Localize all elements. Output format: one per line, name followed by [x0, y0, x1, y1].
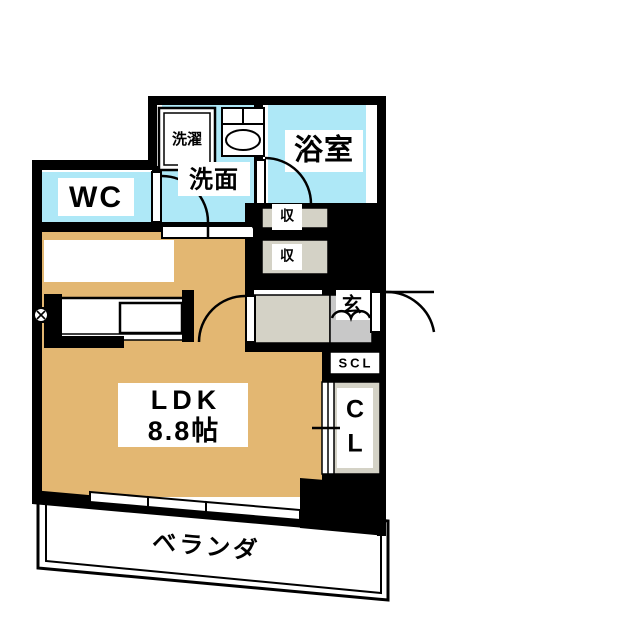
wall-wc-bottom — [32, 222, 162, 232]
ldk-label-line1: LDK — [151, 385, 222, 415]
storage-lower: 収 — [249, 205, 329, 277]
gas-outlet-x-2 — [36, 310, 46, 320]
closet-label-line2: L — [347, 430, 362, 458]
storage-lower-door-arc-a[interactable] — [249, 237, 256, 261]
storage-lower-door-arc-b[interactable] — [249, 253, 256, 277]
ldk-label-plate — [118, 383, 248, 447]
storage-lower-label: 収 — [280, 248, 295, 264]
wall-top-left-drop — [148, 96, 157, 166]
closet: C L — [312, 381, 381, 475]
wall-top — [148, 96, 386, 105]
kitchen — [33, 240, 194, 348]
closet-label-line1: C — [346, 396, 364, 424]
washbasin-room: 洗面 — [161, 107, 265, 239]
bath-door-swing-arc — [264, 156, 313, 205]
shoe-closet: SCL — [329, 351, 381, 375]
wall-left-outer — [32, 160, 42, 500]
kitchen-end-wall — [182, 290, 194, 342]
bathroom: 浴室 — [255, 130, 363, 205]
balcony-window[interactable] — [89, 490, 301, 522]
storage-upper-door-arc[interactable] — [249, 205, 256, 229]
balcony-window-leaf-3[interactable] — [205, 500, 301, 522]
closet-label-plate — [337, 388, 373, 468]
genkan-label: 玄 — [342, 292, 362, 316]
laundry-space: 洗濯 — [157, 106, 217, 172]
ldk-label-line2: 8.8帖 — [148, 416, 221, 446]
hall-to-ldk-door[interactable] — [197, 294, 256, 343]
kitchen-left-wall-stub — [44, 294, 62, 342]
scl-label: SCL — [339, 355, 374, 370]
kitchen-counter — [58, 296, 190, 341]
wc-room: WC — [58, 171, 210, 223]
wc-label-plate — [58, 178, 134, 216]
bath-label: 浴室 — [294, 133, 354, 167]
scl-box — [329, 351, 381, 375]
washbasin-label-plate — [178, 162, 250, 196]
front-door[interactable] — [370, 290, 436, 333]
wall-scl-top — [322, 343, 386, 352]
wc-door-panel[interactable] — [151, 171, 162, 223]
wall-bottom-right-mass — [300, 478, 386, 536]
bath-door[interactable] — [255, 156, 313, 205]
storage-upper: 収 — [261, 204, 329, 230]
washer-pan-inner — [163, 112, 211, 166]
wall-left-bottom-corner — [32, 480, 42, 504]
genkan-step-curve — [330, 309, 372, 322]
washbasin-label: 洗面 — [189, 166, 239, 193]
ldk-room: LDK 8.8帖 — [118, 383, 248, 447]
wall-hall-bottom — [245, 343, 345, 352]
storage-folding-doors[interactable] — [249, 205, 256, 277]
wall-right-lower — [377, 306, 386, 536]
storage-upper-label: 収 — [280, 208, 295, 224]
kitchen-sink — [118, 301, 184, 335]
hall-door-swing-arc — [197, 294, 246, 343]
washbasin-sliding-door[interactable] — [161, 225, 255, 239]
wall-genkan-top — [322, 286, 336, 295]
storage-lower-label-plate — [272, 244, 302, 270]
wall-wc-top — [32, 160, 157, 170]
vanity-basin — [225, 129, 261, 151]
gas-outlet-mark — [33, 307, 49, 323]
hall-door-panel[interactable] — [245, 295, 256, 343]
bath-label-plate — [285, 130, 363, 172]
closet-sliding-doors[interactable] — [312, 381, 340, 475]
wall-scl-left — [322, 352, 332, 382]
entrance-hall: 玄 — [197, 290, 436, 344]
laundry-label: 洗濯 — [172, 130, 202, 148]
wc-label: WC — [69, 181, 123, 214]
kitchen-upper-cabinet — [44, 240, 174, 282]
front-door-panel[interactable] — [370, 291, 382, 333]
wall-right-upper — [377, 96, 386, 306]
kitchen-bottom-stub — [44, 336, 124, 348]
hall-floor — [253, 294, 331, 344]
storage-upper-label-plate — [272, 204, 302, 230]
wall-scl-bottom — [322, 373, 386, 382]
vanity-unit — [221, 107, 265, 157]
bath-door-panel[interactable] — [255, 159, 266, 205]
